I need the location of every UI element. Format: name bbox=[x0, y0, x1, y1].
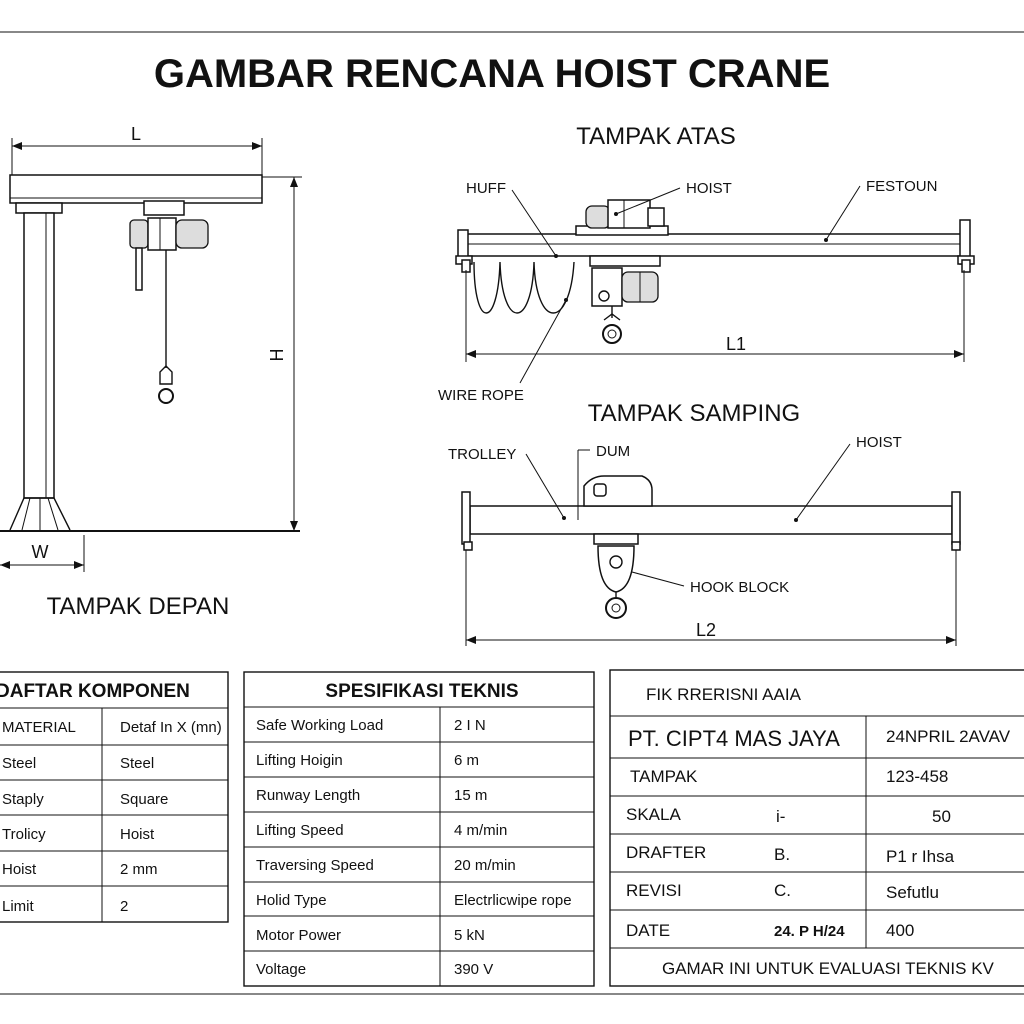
title-block: FΙK RRERISNI AAIA PT. CIPT4 MAS JAYA 24N… bbox=[609, 669, 1024, 987]
tb-value-date: 400 bbox=[886, 921, 914, 940]
specs-cell: Safe Working Load bbox=[256, 717, 383, 734]
front-view: L bbox=[0, 124, 302, 620]
components-cell: Staply bbox=[2, 791, 44, 808]
callout-dum: DUM bbox=[596, 443, 630, 460]
dim-L1-label: L1 bbox=[726, 334, 746, 354]
dim-L: L bbox=[11, 124, 263, 175]
specs-cell: 5 kN bbox=[454, 927, 485, 944]
specs-cell: 4 m/min bbox=[454, 822, 507, 839]
sheet-border bbox=[0, 31, 1024, 995]
tb-label-revisi: REVISI bbox=[626, 881, 682, 900]
callout-wire-rope: WIRE ROPE bbox=[438, 387, 524, 404]
components-cell: Square bbox=[120, 791, 168, 808]
dim-L2: L2 bbox=[465, 550, 957, 646]
drawing-title: GAMBAR RENCANA HOIST CRANE bbox=[154, 52, 830, 96]
tb-mid-date: 24. P H/24 bbox=[774, 923, 845, 940]
tb-label-date: DATE bbox=[626, 921, 670, 940]
tb-label-tampak: TAMPAK bbox=[630, 767, 698, 786]
company-name: PT. CIPT4 MAS JAYA bbox=[628, 726, 840, 751]
side-beam bbox=[469, 505, 953, 535]
tb-value-skala: 50 bbox=[932, 807, 951, 826]
dim-L-label: L bbox=[131, 124, 141, 144]
top-beam bbox=[459, 233, 969, 257]
components-cell: Trolicy bbox=[2, 826, 46, 843]
column-base bbox=[0, 497, 300, 532]
top-view: TAMPAK ATAS bbox=[438, 123, 975, 404]
specs-table: SPESIFIKASI TEKNIS Safe Working Load 2 I… bbox=[243, 671, 595, 987]
specs-cell: 6 m bbox=[454, 752, 479, 769]
tb-value-tampak: 123-458 bbox=[886, 767, 948, 786]
dim-H: H bbox=[262, 176, 302, 531]
components-table: DAFTAR KOMPONEN MATERIAL Detaf In X (mn)… bbox=[0, 671, 229, 923]
components-cell: 2 bbox=[120, 898, 128, 915]
top-view-title: TAMPAK ATAS bbox=[576, 123, 736, 150]
column bbox=[23, 212, 55, 499]
side-view: TAMPAK SAMPING L2 bbox=[448, 400, 961, 646]
callout-hook-block: HOOK BLOCK bbox=[690, 579, 789, 596]
column-cap bbox=[15, 202, 63, 214]
top-callouts: HUFF HOIST FESTOUN WIRE ROPE bbox=[438, 178, 937, 404]
components-col-0: MATERIAL bbox=[2, 719, 76, 736]
specs-cell: Holid Type bbox=[256, 892, 327, 909]
callout-huff: HUFF bbox=[466, 180, 506, 197]
title-block-header: FΙK RRERISNI AAIA bbox=[646, 685, 802, 704]
tb-mid-drafter: B. bbox=[774, 845, 790, 864]
callout-festoun: FESTOUN bbox=[866, 178, 937, 195]
components-cell: Limit bbox=[2, 898, 35, 915]
specs-cell: Runway Length bbox=[256, 787, 360, 804]
specs-cell: 2 I N bbox=[454, 717, 486, 734]
specs-cell: Electrlicwipe rope bbox=[454, 892, 572, 909]
callout-hoist-side: HOIST bbox=[856, 434, 902, 451]
top-hoist bbox=[575, 199, 669, 236]
callout-hoist-top: HOIST bbox=[686, 180, 732, 197]
components-header: DAFTAR KOMPONEN bbox=[0, 681, 190, 702]
callout-trolley: TROLLEY bbox=[448, 446, 516, 463]
specs-cell: Motor Power bbox=[256, 927, 341, 944]
tb-value-revisi: Sefutlu bbox=[886, 883, 939, 902]
front-hoist bbox=[129, 200, 209, 404]
dim-W-label: W bbox=[32, 542, 49, 562]
components-cell: Steel bbox=[120, 755, 154, 772]
side-callouts: TROLLEY DUM HOIST HOOK BLOCK bbox=[448, 434, 902, 596]
dim-H-label: H bbox=[267, 349, 287, 362]
specs-cell: 20 m/min bbox=[454, 857, 516, 874]
components-cell: Hoist bbox=[2, 861, 37, 878]
title-block-note: GAMAR INI UNTUK EVALUASI TEKNIS KV bbox=[662, 959, 995, 978]
side-hook-block bbox=[593, 533, 639, 619]
specs-cell: Lifting Speed bbox=[256, 822, 344, 839]
festoon-loops bbox=[473, 261, 575, 314]
components-col-1: Detaf In X (mn) bbox=[120, 719, 222, 736]
top-trolley-hook bbox=[589, 255, 661, 344]
front-view-title: TAMPAK DEPAN bbox=[47, 593, 230, 620]
date-top: 24NPRIL 2AVAV bbox=[886, 727, 1011, 746]
components-cell: Steel bbox=[2, 755, 36, 772]
specs-cell: Voltage bbox=[256, 961, 306, 978]
tb-label-drafter: DRAFTER bbox=[626, 843, 706, 862]
specs-cell: Lifting Hoigin bbox=[256, 752, 343, 769]
dim-L1: L1 bbox=[465, 270, 965, 362]
tb-mid-skala: i- bbox=[776, 807, 785, 826]
jib-beam bbox=[9, 174, 263, 204]
tb-mid-revisi: C. bbox=[774, 881, 791, 900]
components-cell: Hoist bbox=[120, 826, 155, 843]
dim-L2-label: L2 bbox=[696, 620, 716, 640]
side-view-title: TAMPAK SAMPING bbox=[588, 400, 800, 427]
side-drum bbox=[577, 449, 653, 520]
specs-cell: 390 V bbox=[454, 961, 493, 978]
specs-cell: 15 m bbox=[454, 787, 487, 804]
specs-header: SPESIFIKASI TEKNIS bbox=[325, 681, 518, 702]
specs-cell: Traversing Speed bbox=[256, 857, 374, 874]
components-cell: 2 mm bbox=[120, 861, 158, 878]
tb-value-drafter: P1 r Ihsa bbox=[886, 847, 955, 866]
dim-W: W bbox=[0, 535, 85, 572]
tb-label-skala: SKALA bbox=[626, 805, 681, 824]
